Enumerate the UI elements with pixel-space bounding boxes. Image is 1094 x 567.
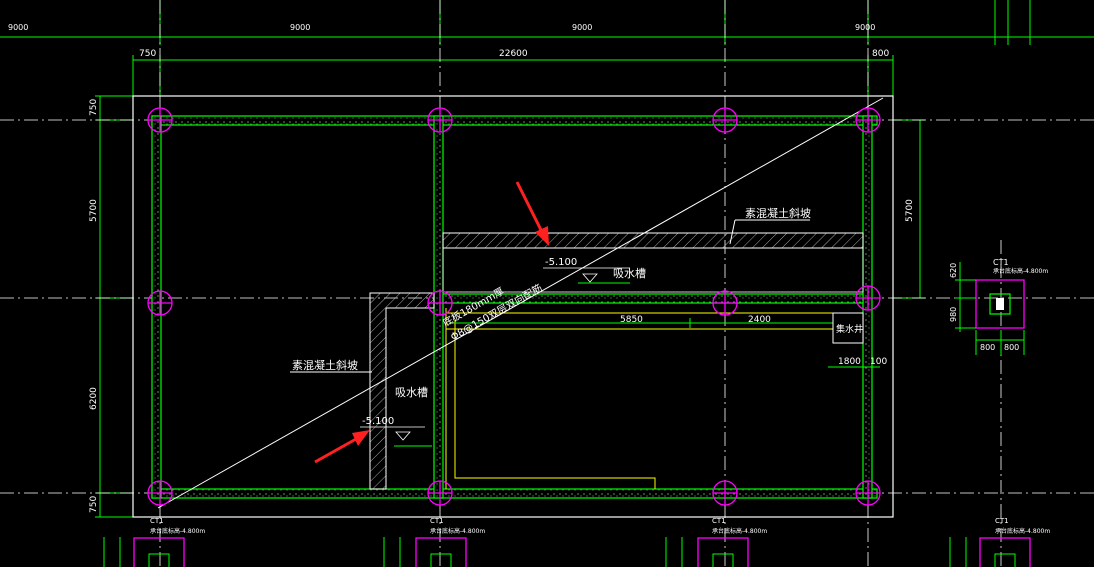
- column-b1: [147, 290, 173, 316]
- column-c3: [712, 480, 738, 506]
- detail-dim-800-right: 800: [1004, 343, 1019, 352]
- column-b3: [712, 290, 738, 316]
- left-dim-6200: 6200: [89, 387, 99, 410]
- sump-label: 集水井: [836, 323, 863, 335]
- column-detail: [955, 262, 1025, 355]
- dim-5850: 5850: [620, 315, 643, 325]
- arrow-top: [535, 226, 549, 246]
- slope-top-label: 素混凝土斜坡: [745, 206, 811, 220]
- slope-strip-top: [442, 232, 864, 249]
- top-dim-1: 9000: [8, 23, 28, 32]
- dim-100: 100: [870, 357, 887, 367]
- column-c4: [855, 480, 881, 506]
- dim-1800: 1800: [838, 357, 861, 367]
- column-a1: [147, 107, 173, 133]
- column-a3: [712, 107, 738, 133]
- elevation-marker-top: [582, 273, 598, 283]
- bottom-tag-4: CT1: [995, 517, 1009, 525]
- red-arrows: [314, 181, 549, 464]
- detail-note: 承台底标高-4.800m: [993, 267, 1048, 275]
- top-dim-4: 9000: [855, 23, 875, 32]
- diagonal-leader: [157, 97, 884, 509]
- dim-22600: 22600: [499, 49, 528, 59]
- detail-dim-620: 620: [949, 263, 958, 278]
- bottom-tag-1: CT1: [150, 517, 164, 525]
- second-dimension-row: [132, 55, 894, 96]
- top-dim-2: 9000: [290, 23, 310, 32]
- arrow-left: [352, 430, 370, 446]
- left-dim-5700: 5700: [89, 199, 99, 222]
- detail-dim-800-left: 800: [980, 343, 995, 352]
- elevation-marker-left: [395, 431, 411, 441]
- channel-lines: [445, 308, 834, 489]
- dim-750-top: 750: [139, 49, 156, 59]
- trench-top-label: 吸水槽: [613, 267, 646, 280]
- left-dim-750-bottom: 750: [89, 496, 99, 513]
- bottom-note-4: 承台底标高-4.800m: [995, 527, 1050, 535]
- column-markers: [147, 107, 881, 506]
- column-b2: [427, 290, 453, 316]
- dim-2400: 2400: [748, 315, 771, 325]
- trench-area-top: [442, 247, 864, 293]
- left-dim-750-top: 750: [89, 99, 99, 116]
- top-dimension-chain: [0, 0, 1094, 45]
- column-c2: [427, 480, 453, 506]
- slope-left-label: 素混凝土斜坡: [292, 358, 358, 372]
- top-dim-3: 9000: [572, 23, 592, 32]
- elevation-left: -5.100: [362, 416, 394, 427]
- trench-left-label: 吸水槽: [395, 386, 428, 399]
- bottom-note-2: 承台底标高-4.800m: [430, 527, 485, 535]
- column-c1: [147, 480, 173, 506]
- column-b4: [855, 285, 881, 311]
- column-a2: [427, 107, 453, 133]
- dim-800-top: 800: [872, 49, 889, 59]
- column-a4: [855, 107, 881, 133]
- sump-pit: [832, 312, 864, 344]
- bottom-tag-3: CT1: [712, 517, 726, 525]
- left-dimension-chain: [95, 95, 133, 518]
- bottom-note-1: 承台底标高-4.800m: [150, 527, 205, 535]
- slab-outline: [132, 95, 894, 518]
- right-dim-5700: 5700: [905, 199, 915, 222]
- elevation-top: -5.100: [545, 257, 577, 268]
- bottom-details: [103, 537, 1031, 567]
- bottom-tag-2: CT1: [430, 517, 444, 525]
- channel-dim: [450, 318, 833, 328]
- bottom-note-3: 承台底标高-4.800m: [712, 527, 767, 535]
- detail-dim-980: 980: [949, 307, 958, 322]
- detail-tag: CT1: [993, 258, 1009, 267]
